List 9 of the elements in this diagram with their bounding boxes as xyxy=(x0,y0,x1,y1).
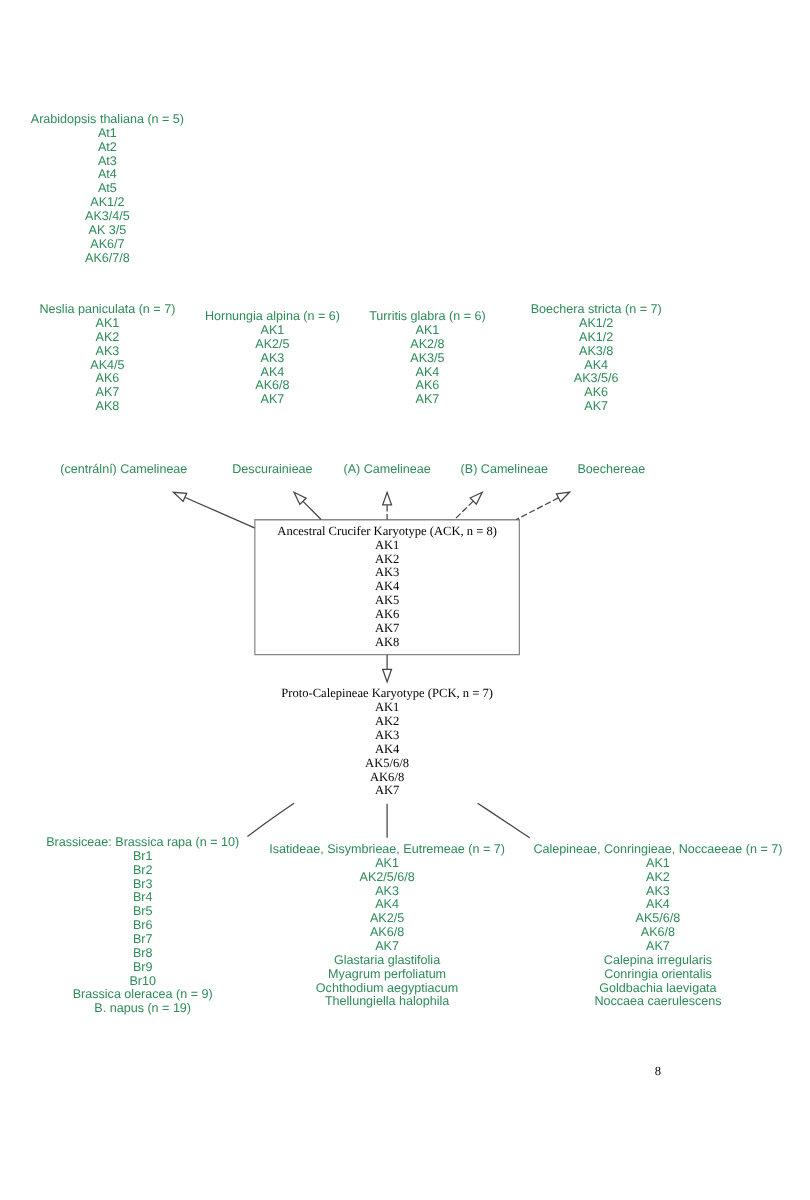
connector xyxy=(245,801,294,837)
arrow xyxy=(291,489,321,520)
arrow xyxy=(380,653,392,683)
connector xyxy=(385,802,387,838)
arrow xyxy=(380,489,392,520)
arrow xyxy=(452,489,483,520)
arrow xyxy=(170,490,255,528)
arrow xyxy=(514,490,571,520)
connector xyxy=(475,801,530,838)
